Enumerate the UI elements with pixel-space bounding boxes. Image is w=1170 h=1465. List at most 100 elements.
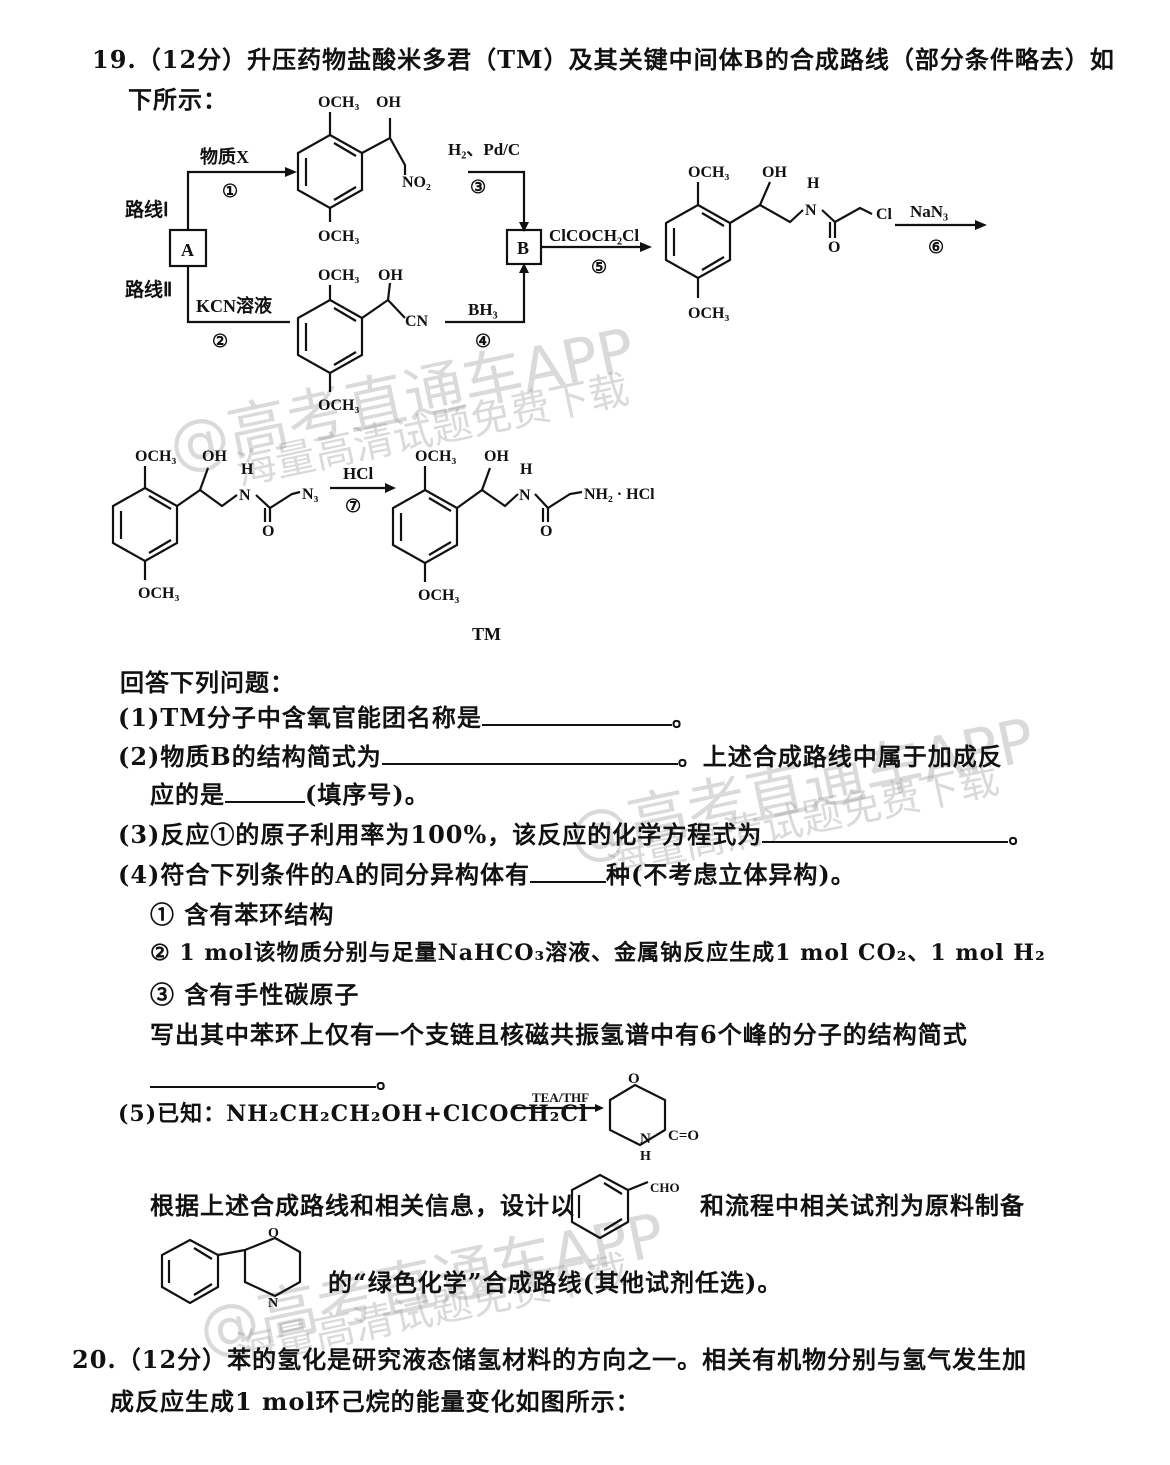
amide-h-label: H <box>520 461 533 478</box>
methoxy-label: OCH₃ <box>688 164 729 181</box>
step-6-label: ⑥ <box>928 237 944 257</box>
reagent-kcn: KCN溶液 <box>196 295 273 316</box>
answer-blank-1[interactable] <box>481 702 672 726</box>
q19-header-cont: 下所示： <box>128 85 228 114</box>
azide-label: N₃ <box>302 486 319 503</box>
question-4-end: 。 <box>376 1065 401 1094</box>
question-5: (5)已知：NH₂CH₂CH₂OH+ClCOCH₂Cl <box>118 1101 589 1127</box>
question-1-text: (1)TM分子中含氧官能团名称是 <box>118 703 482 732</box>
methoxy-label: OCH₃ <box>318 94 359 111</box>
prompt: 回答下列问题： <box>120 668 295 697</box>
question-2-text-d: (填序号)。 <box>305 780 430 809</box>
answer-blank-2a[interactable] <box>381 741 678 765</box>
question-2-text-c: 应的是 <box>150 780 225 809</box>
compound-b-label: B <box>517 238 529 258</box>
reagent-h2-pdc: H₂、Pd/C <box>448 140 520 159</box>
ring-o-label: O <box>628 1071 640 1087</box>
step-4-label: ④ <box>475 331 491 351</box>
step-1-label: ① <box>222 181 238 201</box>
answer-blank-4b[interactable] <box>150 1064 376 1088</box>
question-1-end: 。 <box>671 703 697 732</box>
methoxy-label: OCH₃ <box>135 448 176 465</box>
answer-blank-2b[interactable] <box>225 779 305 803</box>
step-3-label: ③ <box>470 177 486 197</box>
hydroxy-label: OH <box>762 164 787 181</box>
question-3-end: 。 <box>1008 820 1034 849</box>
q20-line2: 成反应生成1 mol环己烷的能量变化如图所示： <box>110 1387 641 1416</box>
methoxy-label: OCH₃ <box>688 305 729 322</box>
q20-line1: 20.（12分）苯的氢化是研究液态储氢材料的方向之一。相关有机物分别与氢气发生加 <box>72 1345 1028 1374</box>
amide-n-label: N <box>239 487 251 504</box>
benzene-ring-tm <box>391 488 459 565</box>
product-benzene-ring <box>160 1238 220 1305</box>
methoxy-label: OCH₃ <box>318 397 359 414</box>
question-5-line2: 根据上述合成路线和相关信息，设计以 <box>150 1191 575 1220</box>
question-2-cont: 应的是 (填序号)。 <box>150 775 430 810</box>
amide-h-label: H <box>241 461 254 478</box>
benzaldehyde-ring <box>570 1173 630 1240</box>
carbonyl-o-label: O <box>540 523 552 540</box>
question-2: (2)物质B的结构简式为。上述合成路线中属于加成反 <box>118 737 1003 772</box>
reagent-x: 物质X <box>200 146 249 167</box>
amine-hcl-label: NH₂ · HCl <box>584 486 655 503</box>
condition-2: ② 1 mol该物质分别与足量NaHCO₃溶液、金属钠反应生成1 mol CO₂… <box>150 940 1046 966</box>
methoxy-label: OCH₃ <box>318 228 359 245</box>
answer-blank-4a[interactable] <box>530 859 607 883</box>
chloro-label: Cl <box>876 206 893 223</box>
reagent-nan3: NaN₃ <box>910 202 948 221</box>
step-7-label: ⑦ <box>345 496 361 516</box>
question-4-answer: 。 <box>150 1060 401 1095</box>
reagent-bh3: BH₃ <box>468 300 498 319</box>
nitro-label: NO₂ <box>402 174 431 191</box>
step-5-label: ⑤ <box>591 257 607 277</box>
compound-a-label: A <box>181 240 194 260</box>
question-4-text: (4)符合下列条件的A的同分异构体有 <box>118 860 531 889</box>
condition-1: ① 含有苯环结构 <box>150 900 335 929</box>
question-3: (3)反应①的原子利用率为100%，该反应的化学方程式为 。 <box>118 815 1033 850</box>
q19-header: 19.（12分）升压药物盐酸米多君（TM）及其关键中间体B的合成路线（部分条件略… <box>92 45 1115 74</box>
methoxy-label: OCH₃ <box>318 267 359 284</box>
reagent-hcl: HCl <box>343 464 374 483</box>
amide-n-label: N <box>519 487 531 504</box>
question-3-text: (3)反应①的原子利用率为100%，该反应的化学方程式为 <box>118 820 763 849</box>
hydroxy-label: OH <box>376 94 401 111</box>
product-morpholinone-ring <box>243 1236 302 1298</box>
cyano-label: CN <box>405 313 429 330</box>
benzene-ring-3 <box>664 203 732 280</box>
tea-thf-label: TEA/THF <box>532 1090 589 1105</box>
carbonyl-o-label: O <box>828 239 840 256</box>
question-4: (4)符合下列条件的A的同分异构体有 种(不考虑立体异构)。 <box>118 855 856 890</box>
benzene-ring-1 <box>296 133 364 210</box>
product-o-label: O <box>268 1226 279 1241</box>
hydroxy-label: OH <box>484 448 509 465</box>
amide-n-label: N <box>805 202 817 219</box>
methoxy-label: OCH₃ <box>138 585 179 602</box>
morpholinone-ring <box>608 1083 667 1147</box>
question-5-line2b: 和流程中相关试剂为原料制备 <box>700 1191 1025 1220</box>
step-2-label: ② <box>212 331 228 351</box>
answer-blank-3[interactable] <box>762 819 1009 843</box>
ring-h-label: H <box>640 1149 651 1164</box>
question-5-line3: 的“绿色化学”合成路线(其他试剂任选)。 <box>328 1268 783 1297</box>
question-4-text-b: 种(不考虑立体异构)。 <box>606 860 856 889</box>
hydroxy-label: OH <box>378 267 403 284</box>
question-4-sub: 写出其中苯环上仅有一个支链且核磁共振氢谱中有6个峰的分子的结构简式 <box>150 1020 968 1049</box>
route-i-label: 路线Ⅰ <box>125 198 169 221</box>
amide-h-label: H <box>807 175 820 192</box>
tm-label: TM <box>472 624 501 644</box>
carbonyl-o-label: O <box>262 523 274 540</box>
benzene-ring-2 <box>296 298 364 375</box>
condition-3: ③ 含有手性碳原子 <box>150 980 360 1009</box>
route-ii-label: 路线Ⅱ <box>125 278 172 301</box>
ring-co-label: C=O <box>668 1128 699 1144</box>
question-2-text: (2)物质B的结构简式为 <box>118 742 382 771</box>
cho-label: CHO <box>650 1180 680 1195</box>
benzene-ring-4 <box>111 486 179 563</box>
hydroxy-label: OH <box>202 448 227 465</box>
methoxy-label: OCH₃ <box>415 448 456 465</box>
methoxy-label: OCH₃ <box>418 587 459 604</box>
ring-n-label: N <box>640 1131 651 1147</box>
product-n-label: N <box>268 1296 278 1311</box>
reagent-clcoch2cl: ClCOCH₂Cl <box>549 226 639 245</box>
question-1: (1)TM分子中含氧官能团名称是 。 <box>118 698 697 733</box>
